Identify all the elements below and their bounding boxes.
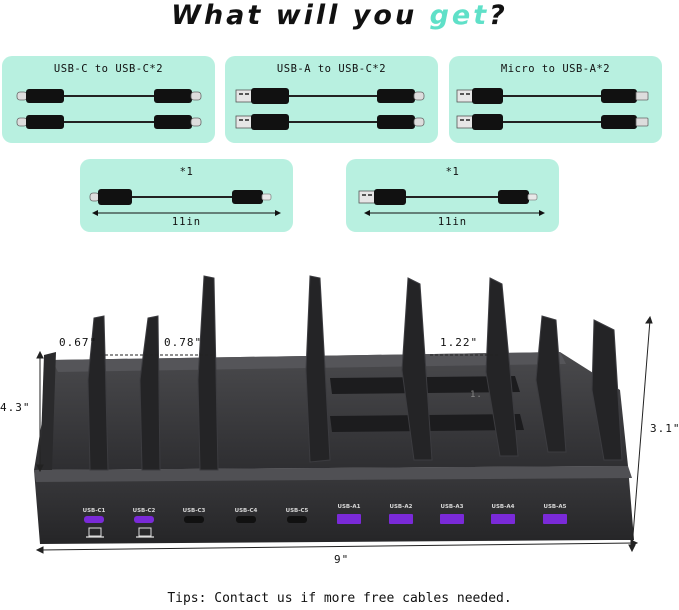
page-title: What will you get?	[0, 0, 679, 36]
usba-to-usbc-cables-image	[235, 88, 425, 131]
cable-label: USB-A to USB-C*2	[276, 63, 387, 75]
cable-label: *1	[445, 166, 460, 178]
cable-card-usba-usbc: USB-A to USB-C*2	[225, 56, 438, 143]
port-label: USB-A1	[337, 504, 361, 510]
cable-label: USB-C to USB-C*2	[53, 63, 164, 75]
port-label: USB-A4	[491, 504, 515, 510]
hidden-mark: 1.	[470, 390, 483, 400]
cable-label: Micro to USB-A*2	[500, 63, 611, 75]
slot-width-2: 0.78"	[164, 336, 203, 349]
usbc-to-usbc-cables-image	[16, 89, 202, 130]
usba-to-lightning-cable-image	[358, 189, 545, 216]
cable-card-usbc-usbc: USB-C to USB-C*2	[2, 56, 215, 143]
port-label: USB-A3	[440, 504, 464, 510]
slot-width-1: 0.67"	[59, 336, 98, 349]
usbc-to-lightning-cable-image	[89, 189, 281, 216]
port-label: USB-C4	[234, 508, 258, 514]
charging-station-image	[34, 275, 653, 554]
height-left: 4.3"	[0, 401, 31, 414]
cable-length: 11in	[171, 216, 202, 228]
cable-card-micro-usba: Micro to USB-A*2	[449, 56, 662, 143]
title-accent: get	[429, 0, 490, 31]
slot-width-3: 1.22"	[440, 336, 479, 349]
cable-label: *1	[179, 166, 194, 178]
port-label: USB-A5	[543, 504, 567, 510]
width-label: 9"	[334, 553, 350, 566]
cable-length: 11in	[437, 216, 468, 228]
micro-to-usba-cables-image	[456, 88, 649, 131]
port-label: USB-C5	[285, 508, 309, 514]
port-label: USB-C3	[182, 508, 206, 514]
cable-card-usba-lightning: *1 11in	[346, 159, 559, 232]
title-prefix: What will you	[171, 0, 430, 31]
footer-tip: Tips: Contact us if more free cables nee…	[167, 591, 512, 606]
cable-card-usbc-lightning: *1 11in	[80, 159, 293, 232]
title-suffix: ?	[489, 0, 508, 31]
port-label: USB-C2	[132, 508, 156, 514]
port-label: USB-A2	[389, 504, 413, 510]
height-right: 3.1"	[650, 422, 679, 435]
port-label: USB-C1	[82, 508, 106, 514]
